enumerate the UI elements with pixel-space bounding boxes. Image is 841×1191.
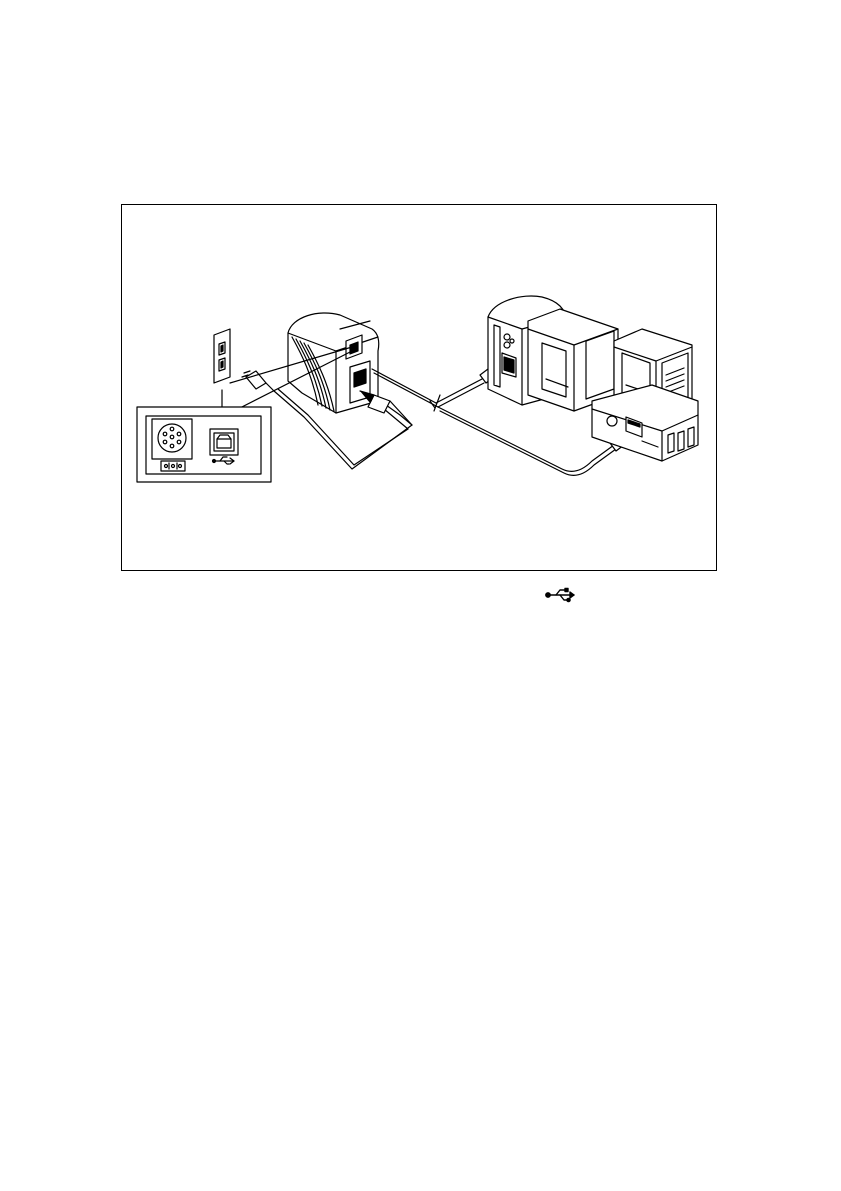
connection-diagram xyxy=(122,205,716,570)
power-plug xyxy=(242,371,274,391)
printer xyxy=(288,313,379,413)
connection-diagram-frame xyxy=(121,204,717,571)
wall-outlet xyxy=(214,329,230,383)
printer-power-connector xyxy=(360,391,412,425)
mac-computer xyxy=(488,296,618,411)
usb-icon xyxy=(545,587,579,603)
connector-panel xyxy=(137,407,271,482)
usb-symbol xyxy=(545,587,579,603)
